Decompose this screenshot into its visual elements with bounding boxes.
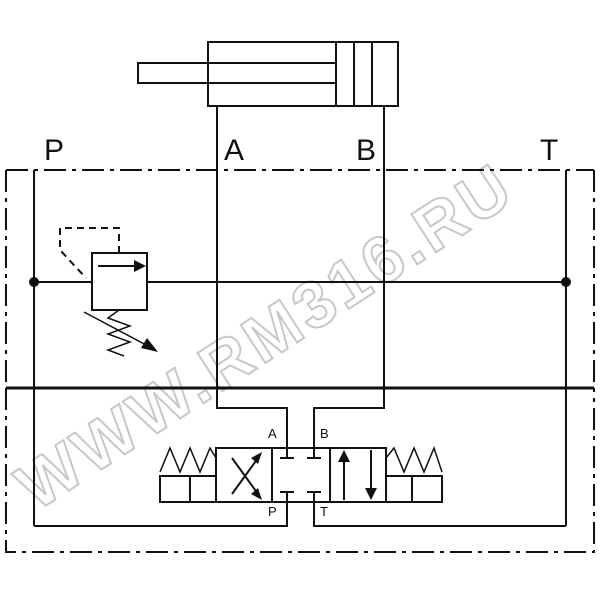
- line-valve-t: [313, 502, 566, 527]
- port-label-p: P: [44, 134, 64, 167]
- manifold-block-outline: [5, 169, 595, 390]
- 4-3-directional-valve-icon: [159, 445, 443, 503]
- valve-port-label-a: A: [268, 426, 277, 441]
- junction-dot-t: [561, 277, 571, 287]
- port-label-b: B: [356, 134, 376, 167]
- outer-return-channel: [5, 388, 595, 553]
- line-to-valve-a: [216, 388, 288, 450]
- junction-dot-p: [29, 277, 39, 287]
- line-to-valve-b: [313, 388, 385, 450]
- port-label-t: T: [540, 134, 558, 167]
- line-valve-p: [34, 502, 288, 527]
- cylinder-icon: [137, 41, 399, 107]
- pressure-relief-valve-icon: [59, 227, 158, 357]
- valve-port-label-t: T: [320, 504, 328, 519]
- watermark: WWW.RM316.RU: [3, 148, 526, 524]
- valve-port-label-b: B: [320, 426, 329, 441]
- valve-port-label-p: P: [268, 504, 277, 519]
- port-label-a: A: [224, 134, 244, 167]
